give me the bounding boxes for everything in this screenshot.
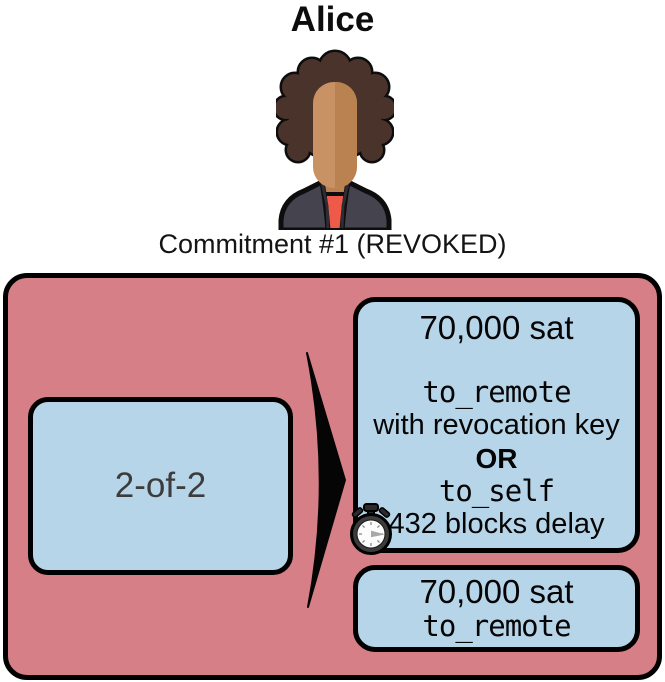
woman-avatar-icon (272, 42, 398, 233)
person-name: Alice (290, 0, 375, 39)
script-to-remote: to_remote (422, 375, 571, 409)
stopwatch-icon (348, 502, 394, 556)
commitment-caption: Commitment #1 (REVOKED) (158, 229, 507, 259)
output-to-self-box: 70,000 sat to_remote with revocation key… (353, 297, 640, 553)
funding-output-box: 2-of-2 (28, 397, 293, 575)
script-delay-condition: 432 blocks delay (388, 508, 605, 540)
script-revocation-condition: with revocation key (373, 409, 620, 441)
output-amount: 70,000 sat (419, 309, 574, 346)
funding-label: 2-of-2 (114, 466, 207, 505)
script-or-operator: OR (475, 443, 518, 474)
script-to-remote: to_remote (422, 609, 571, 643)
output-amount: 70,000 sat (419, 573, 574, 610)
script-to-self: to_self (438, 474, 555, 508)
flow-arrow-icon (298, 348, 350, 612)
output-to-remote-box: 70,000 sat to_remote (353, 565, 640, 652)
